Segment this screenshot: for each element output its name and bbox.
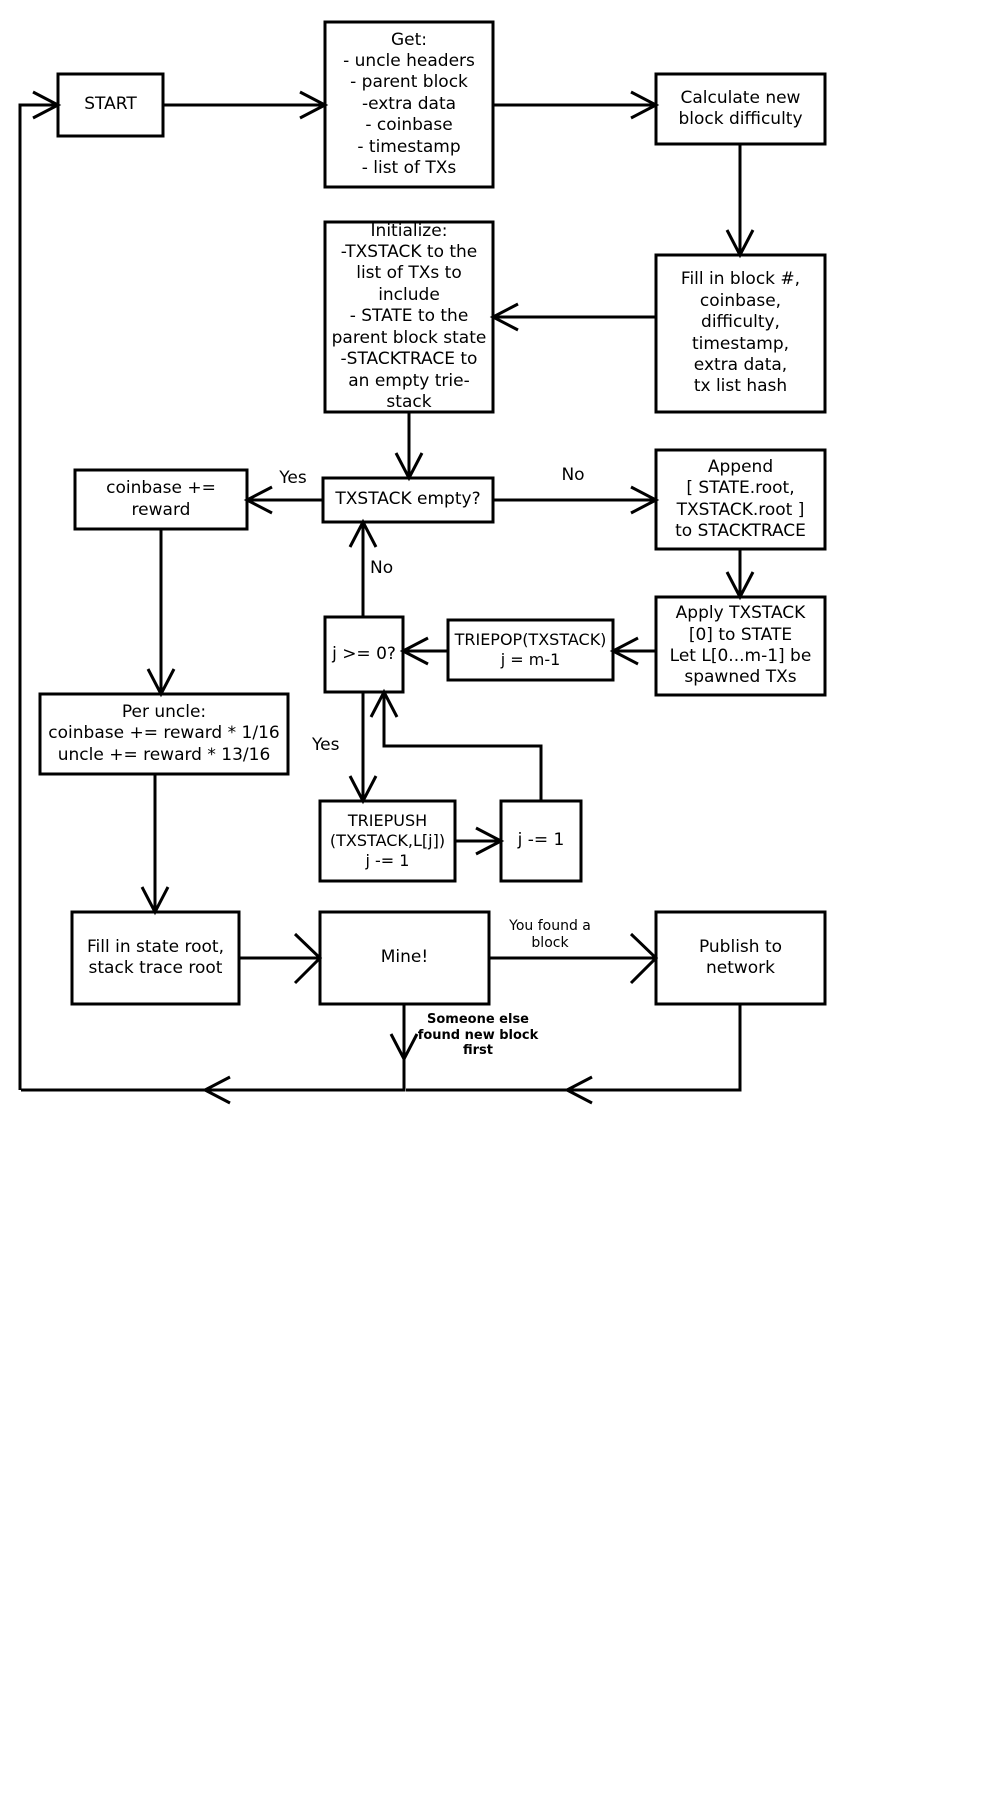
node-fill-block[interactable] [654,253,827,414]
arrowhead-triepush-to-jminus [475,826,505,856]
arrowhead-start-to-get [299,90,329,120]
node-mine[interactable] [318,910,491,1006]
node-calculate-difficulty[interactable] [654,72,827,146]
edge-label-txstack-yes: Yes [279,468,307,488]
arrowhead-init-to-txstack [394,452,424,482]
node-per-uncle[interactable] [38,692,290,776]
edge-jminus-loop [382,693,543,801]
node-publish[interactable] [654,910,827,1006]
edge-label-txstack-no: No [561,465,585,485]
arrowhead-apply-to-triepop [609,636,639,666]
arrowhead-to-start [32,90,62,120]
arrowhead-mine-to-publish [629,932,659,985]
arrowhead-mine-loopback-left [201,1075,231,1105]
arrowhead-append-to-apply [725,571,755,601]
arrowhead-peruncle-to-fillroots [140,886,170,916]
arrowhead-coinbase-to-peruncle [146,668,176,698]
edge-publish-to-loopback [406,1004,742,1092]
node-initialize[interactable] [323,220,495,414]
arrowhead-jminus-loop [369,688,399,718]
node-coinbase-reward[interactable] [73,468,249,531]
arrowhead-publish-loopback-left [563,1075,593,1105]
arrowhead-fillroots-to-mine [293,932,323,985]
edge-label-found-block: You found a block [509,918,591,951]
arrowhead-fillblock-to-init [489,302,519,332]
node-apply-txstack[interactable] [654,595,827,697]
node-triepop[interactable] [446,618,615,682]
arrowhead-mine-down [389,1033,419,1063]
node-start[interactable] [56,72,165,138]
node-txstack-empty[interactable] [321,476,495,524]
arrowhead-calc-to-fillblock [725,229,755,259]
edge-loop-to-start [18,103,57,1090]
edge-label-jcheck-yes: Yes [312,735,340,755]
node-fill-roots[interactable] [70,910,241,1006]
arrowhead-get-to-calc [630,90,660,120]
edge-mine-to-loopback [21,1004,406,1092]
node-append[interactable] [654,448,827,551]
arrowhead-triepop-to-jcheck [399,636,429,666]
arrowhead-txstack-yes [243,485,273,515]
node-get[interactable] [323,20,495,189]
arrowhead-jcheck-yes [348,775,378,805]
node-j-minus[interactable] [499,799,583,883]
edge-label-jcheck-no: No [370,558,394,578]
arrowhead-jcheck-no [348,518,378,548]
node-j-check[interactable] [323,615,405,694]
edge-label-someone-else: Someone else found new block first [417,1012,539,1059]
arrowhead-txstack-no [630,485,660,515]
node-triepush[interactable] [318,799,457,883]
